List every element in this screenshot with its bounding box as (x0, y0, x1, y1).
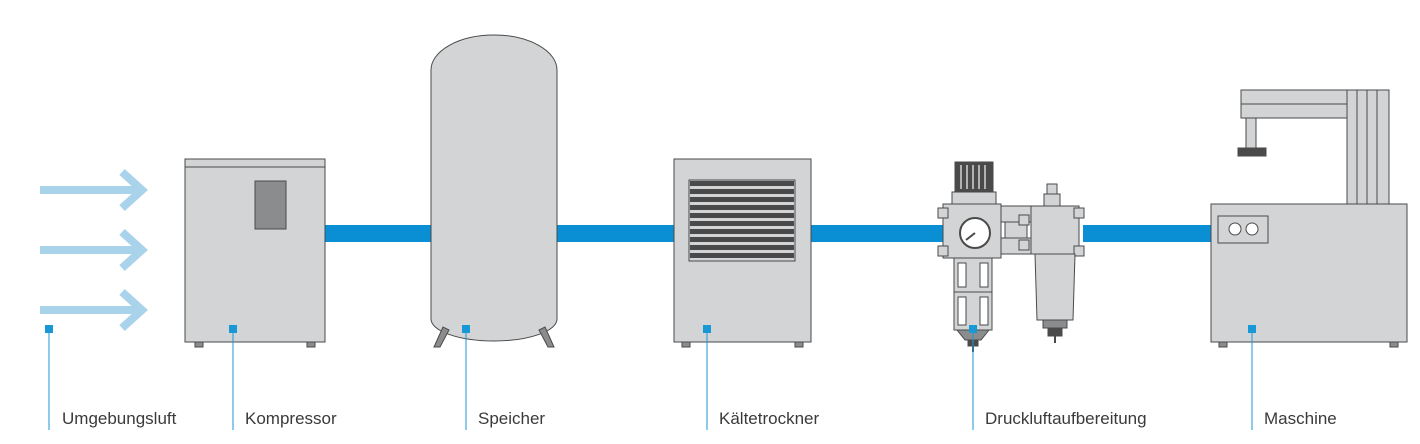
air-tank-icon (430, 34, 558, 348)
callout-kompressor (229, 325, 237, 430)
label-kaeltetrockner: Kältetrockner (719, 409, 820, 428)
callout-speicher (462, 325, 470, 430)
callout-umgebungsluft (45, 325, 53, 430)
air-pipe (325, 225, 1211, 242)
filter-regulator-unit-icon (937, 161, 1085, 352)
callout-maschine (1248, 325, 1256, 430)
label-kompressor: Kompressor (245, 409, 337, 428)
air-arrows-icon (40, 169, 148, 331)
machine-icon (1210, 89, 1408, 348)
label-umgebungsluft: Umgebungsluft (62, 409, 177, 428)
callout-markers (45, 325, 1256, 430)
callout-druckluftaufbereitung (969, 325, 977, 430)
refrigeration-dryer-icon (673, 158, 812, 348)
label-druckluftaufbereitung: Druckluftaufbereitung (985, 409, 1147, 428)
callout-kaeltetrockner (703, 325, 711, 430)
label-maschine: Maschine (1264, 409, 1337, 428)
label-speicher: Speicher (478, 409, 546, 428)
compressor-icon (184, 158, 326, 348)
